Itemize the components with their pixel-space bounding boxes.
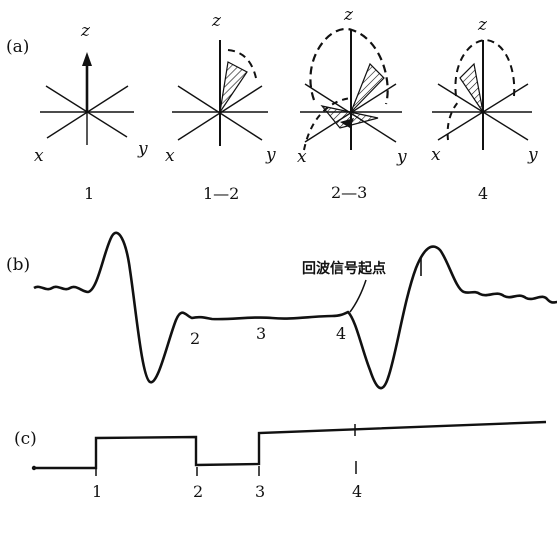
z-axis-label: z <box>343 5 354 25</box>
waveform-point-label: 3 <box>256 324 266 343</box>
echo-start-annotation: 回波信号起点 <box>302 260 386 277</box>
x-axis-label: x <box>431 145 441 165</box>
annotation-leader-line <box>349 279 367 313</box>
y-axis-label: y <box>527 145 538 165</box>
y-axis-label: y <box>396 147 407 167</box>
waveform-point-label: 4 <box>336 324 346 343</box>
time-tick-label: 2 <box>193 482 203 501</box>
axes-diagram-4: z x y 4 <box>431 15 538 203</box>
axes-diagram-2-3: z x y 2—3 <box>297 5 407 202</box>
axes-diagram-1: z x y 1 <box>34 21 148 203</box>
waveform-point-label: 2 <box>190 329 200 348</box>
signal-waveform <box>33 231 557 390</box>
panel-b-label: (b) <box>6 255 30 275</box>
panel-c-label: (c) <box>14 429 37 449</box>
precession-path-dashed <box>454 38 516 97</box>
x-axis-label: x <box>165 146 175 166</box>
time-tick-label: 4 <box>352 482 362 501</box>
z-axis-label: z <box>211 11 222 31</box>
hatched-upper-sector <box>350 62 385 113</box>
panel-b: (b) 回波信号起点 2 3 4 <box>6 231 557 390</box>
hatched-lower-sector <box>320 105 379 129</box>
precession-cone-dashed <box>309 27 389 105</box>
z-axis-arrowhead <box>82 52 92 66</box>
hatched-cone-sector <box>219 61 248 113</box>
y-axis-label: y <box>137 139 148 159</box>
time-tick-label: 3 <box>255 482 265 501</box>
hatched-cone-sector <box>459 62 484 113</box>
rotation-arrowhead <box>340 118 354 128</box>
cone-base-dashed <box>303 97 353 151</box>
panel-a: (a) z x y 1 z x y 1—2 <box>6 5 538 203</box>
axes-diagram-1-2: z x y 1—2 <box>165 11 276 203</box>
time-tick-label: 1 <box>92 482 102 501</box>
diagram-caption: 1 <box>84 184 94 203</box>
gating-pulse-waveform <box>34 420 547 470</box>
y-axis-line <box>177 85 263 141</box>
y-axis-label: y <box>265 145 276 165</box>
lower-dashed-arc <box>446 99 461 141</box>
diagram-caption: 4 <box>478 184 488 203</box>
z-axis-label: z <box>477 15 488 35</box>
panel-c: (c) 1 2 3 4 <box>14 420 547 501</box>
diagram-caption: 1—2 <box>203 184 239 203</box>
waveform-endpoint <box>31 465 37 471</box>
z-axis-label: z <box>80 21 91 41</box>
panel-a-label: (a) <box>6 37 29 57</box>
x-axis-label: x <box>34 146 44 166</box>
diagram-caption: 2—3 <box>331 183 367 202</box>
precession-path-dashed <box>227 49 257 79</box>
x-axis-label: x <box>297 147 307 167</box>
